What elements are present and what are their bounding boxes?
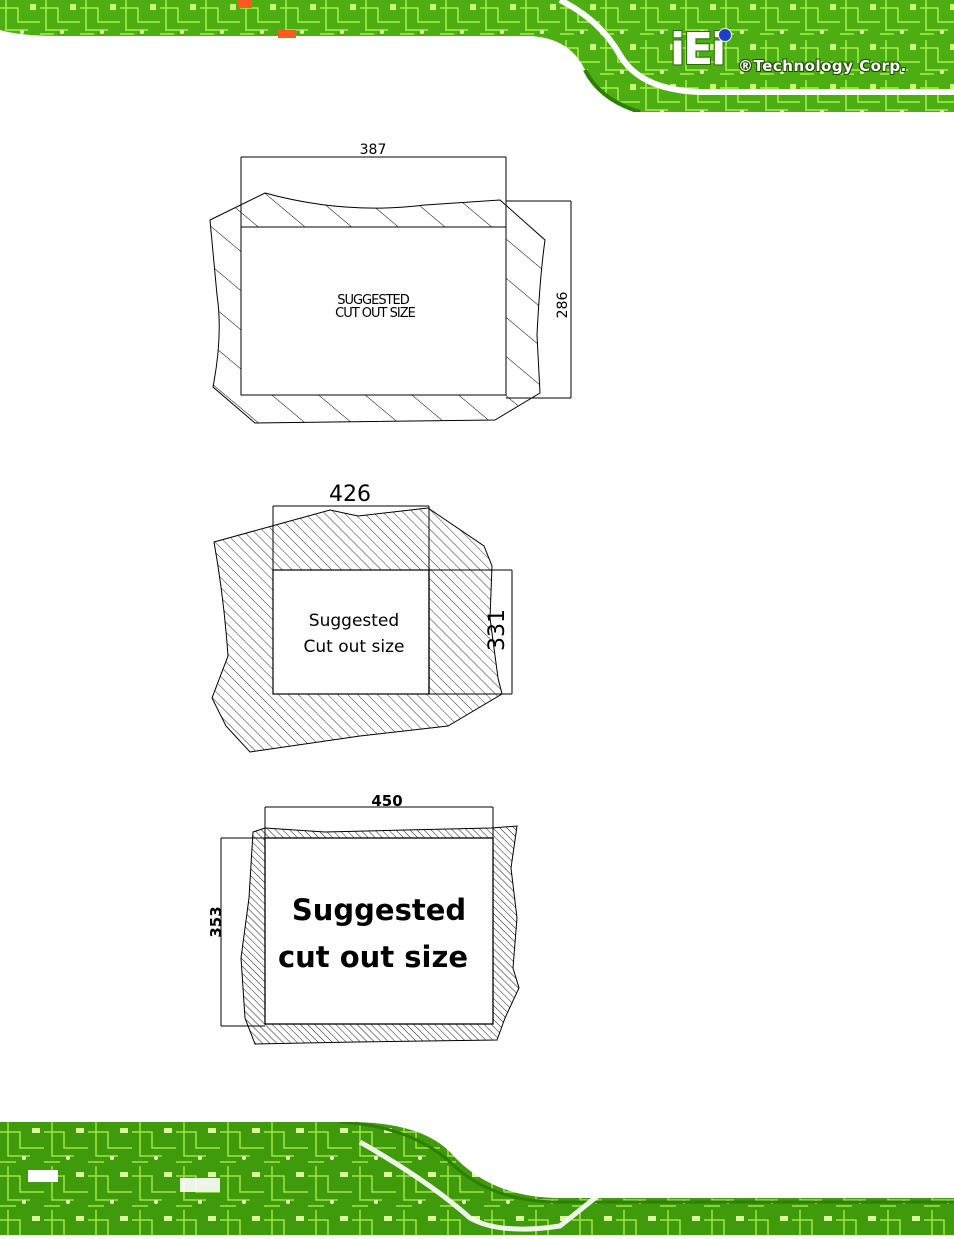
width-dimension-label: 387	[360, 142, 387, 158]
width-dimension-label: 450	[371, 792, 402, 810]
caption-line-2: Cut out size	[304, 637, 405, 657]
cutout-diagram-2: 426 331 Suggested Cut out size	[211, 482, 513, 753]
caption-line-2: CUT OUT SIZE	[335, 306, 415, 321]
footer-banner	[0, 1120, 954, 1235]
circuit-board-graphic	[0, 0, 954, 114]
brand-logo-block: iEi ®Technology Corp.	[664, 26, 934, 86]
cutout-diagram-1: 387 286 SUGGESTED CUT OUT SIZE	[209, 142, 572, 424]
caption-line-1: Suggested	[292, 893, 466, 927]
logo-dot-icon	[718, 28, 732, 42]
brand-name: ®Technology Corp.	[738, 57, 907, 75]
height-dimension-label: 286	[555, 292, 571, 319]
cutout-figure-3: 450 353 Suggested cut out size	[205, 788, 535, 1057]
width-dimension-label: 426	[329, 482, 371, 507]
height-dimension-label: 353	[207, 906, 225, 937]
circuit-board-graphic	[0, 1120, 954, 1235]
cutout-figure-2: 426 331 Suggested Cut out size	[200, 478, 530, 762]
cutout-diagram-3: 450 353 Suggested cut out size	[207, 792, 520, 1045]
cutout-figure-1: 387 286 SUGGESTED CUT OUT SIZE	[195, 135, 585, 439]
caption-line-1: Suggested	[309, 611, 399, 631]
caption-line-2: cut out size	[278, 940, 468, 974]
brand-logo: iEi	[670, 24, 726, 75]
height-dimension-label: 331	[485, 609, 510, 651]
caption-line-1: SUGGESTED	[337, 293, 410, 308]
header-banner: iEi ®Technology Corp.	[0, 0, 954, 114]
